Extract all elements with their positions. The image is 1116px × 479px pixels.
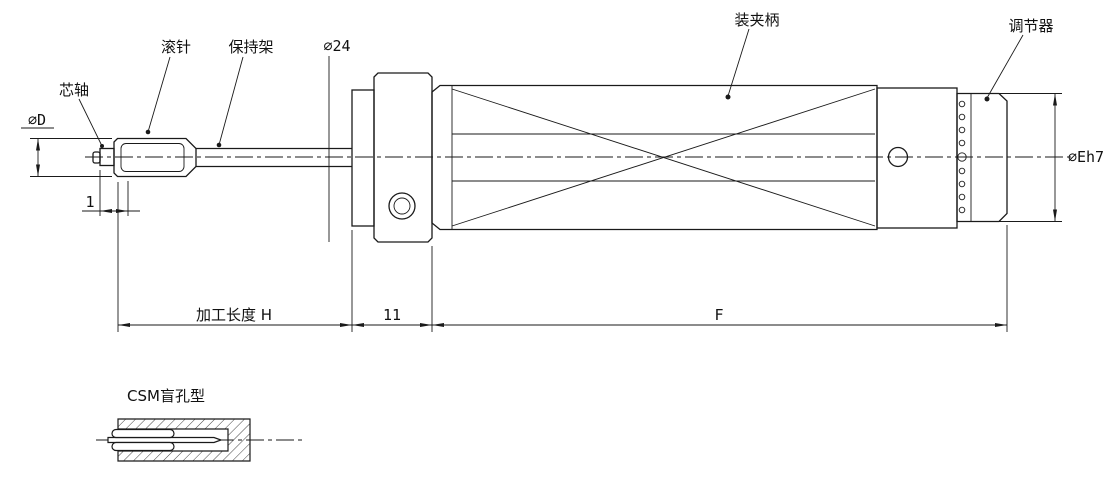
adjuster-hole [958,206,966,214]
mandrel-leader-dot [100,144,104,148]
clamping-shank-leader-dot [725,94,731,100]
clamping-shank-leader [727,28,750,97]
adjuster-body [956,92,1008,223]
dim-flange-width-text: 11 [383,306,401,324]
roller-cage-window [120,143,185,172]
csm-blind-hole-view: CSM盲孔型 [96,387,302,462]
flange-set-screw-hole-inner [393,197,411,215]
rollers-label: 滚针 [161,38,191,56]
adjuster-hole [958,126,966,134]
variant-mandrel [107,436,223,444]
clamping-shank-label: 装夹柄 [734,11,779,29]
cage-leader-dot [216,142,222,148]
adjuster-hole [958,139,966,147]
adjuster-hole [958,167,966,175]
adjuster-hole [958,193,966,201]
clamp-ring-hole [887,146,909,168]
clamping-shank-body [431,84,878,231]
adjuster-leader-dot [984,96,990,102]
dim-tip-offset-text: 1 [85,193,94,211]
rollers-leader-dot [145,129,151,135]
dim-flange-diameter-text: ⌀24 [323,37,350,55]
cage-label: 保持架 [228,38,273,56]
adjuster-hole [957,152,967,162]
flange-body [373,72,433,243]
rollers-leader [147,56,171,133]
adjuster-hole [958,180,966,188]
dimensions: ⌀D 1 ⌀24 加工长度 H 11 F ⌀Eh7 [21,37,1104,332]
cage-leader [218,56,244,146]
csm-variant-label: CSM盲孔型 [127,387,205,405]
adjuster-index-holes [957,100,967,214]
flange-set-screw-hole [388,192,416,220]
adjuster-hole [958,113,966,121]
variant-bottom-roller [111,441,175,452]
dim-shank-length-text: F [714,306,723,324]
adjuster-label: 调节器 [1008,17,1053,35]
adjuster-leader [986,34,1024,99]
variant-top-roller [111,428,175,439]
dim-tip-diameter-text: ⌀D [28,111,46,129]
flange-step [351,89,375,227]
mandrel-label: 芯轴 [59,81,89,99]
flat-surface-diagonal-2 [451,88,876,227]
mandrel-tip-nub [92,151,101,164]
main-view [85,72,1072,243]
adjuster-hole [958,100,966,108]
dim-shank-diameter-text: ⌀Eh7 [1068,148,1104,166]
callouts: 芯轴 滚针 保持架 装夹柄 调节器 [59,11,1054,148]
dim-machining-length-text: 加工长度 H [196,306,272,324]
